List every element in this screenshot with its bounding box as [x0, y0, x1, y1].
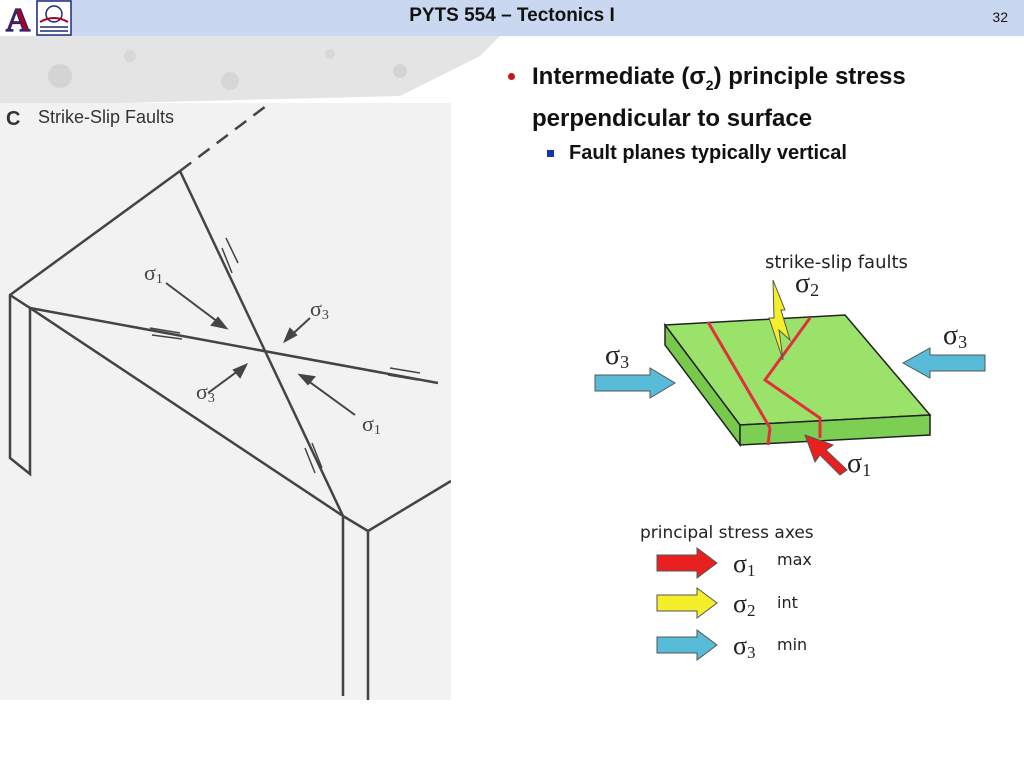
fault-trace-2: [762, 317, 822, 438]
bullet-sub: Fault planes typically vertical: [505, 140, 1005, 166]
strike-slip-block-diagram: C Strike-Slip Faults σ1 σ3 σ3 σ1: [0, 103, 451, 700]
figure-label-title: Strike-Slip Faults: [38, 107, 174, 127]
dashed-extension: [179, 103, 271, 172]
svg-text:σ1: σ1: [847, 448, 871, 480]
svg-text:σ3: σ3: [310, 296, 329, 323]
svg-text:σ1: σ1: [362, 411, 381, 438]
svg-text:σ3: σ3: [733, 631, 756, 662]
sigma3-left-arrow: [594, 367, 676, 399]
svg-text:σ1: σ1: [144, 260, 163, 287]
background-texture: [0, 36, 520, 106]
svg-text:σ2: σ2: [795, 268, 819, 300]
sigma1-arrow: [804, 434, 848, 476]
legend-title: principal stress axes: [640, 523, 814, 543]
svg-text:σ3: σ3: [605, 340, 629, 372]
block-outline: [8, 169, 451, 700]
svg-text:σ3: σ3: [943, 320, 967, 352]
svg-text:σ2: σ2: [733, 589, 756, 620]
bullet-list: Intermediate (σ2) principle stress perpe…: [505, 60, 1005, 166]
bullet-square: [547, 149, 554, 157]
legend-max-label: max: [777, 550, 812, 569]
legend-min-label: min: [777, 635, 807, 654]
university-logo: A: [0, 0, 72, 36]
sigma2-arrow: [768, 279, 791, 361]
slide-title: PYTS 554 – Tectonics I: [409, 5, 615, 26]
fault-trace-1: [706, 321, 772, 446]
legend-sigma1-arrow: [656, 547, 718, 579]
legend-int-label: int: [777, 593, 798, 612]
figure-label-letter: C: [6, 108, 20, 130]
strike-slip-3d-diagram: strike-slip faults σ2 σ3 σ3 σ1 principal…: [585, 240, 995, 680]
fault-line: [29, 306, 439, 385]
slip-arrows: [149, 237, 421, 474]
figure-title: strike-slip faults: [765, 252, 908, 273]
slide-header: A PYTS 554 – Tectonics I 32: [0, 0, 1024, 36]
svg-text:σ3: σ3: [196, 379, 215, 406]
legend-sigma3-arrow: [656, 629, 718, 661]
bullet-main: Intermediate (σ2) principle stress perpe…: [505, 60, 1005, 135]
page-number: 32: [992, 9, 1008, 25]
bullet-dot: [508, 73, 515, 80]
svg-text:σ1: σ1: [733, 549, 756, 580]
sigma3-right-arrow: [901, 347, 986, 379]
block-front: [739, 414, 931, 446]
legend-sigma2-arrow: [656, 587, 718, 619]
stress-arrows: [165, 282, 356, 416]
logo-letter: A: [6, 2, 31, 36]
